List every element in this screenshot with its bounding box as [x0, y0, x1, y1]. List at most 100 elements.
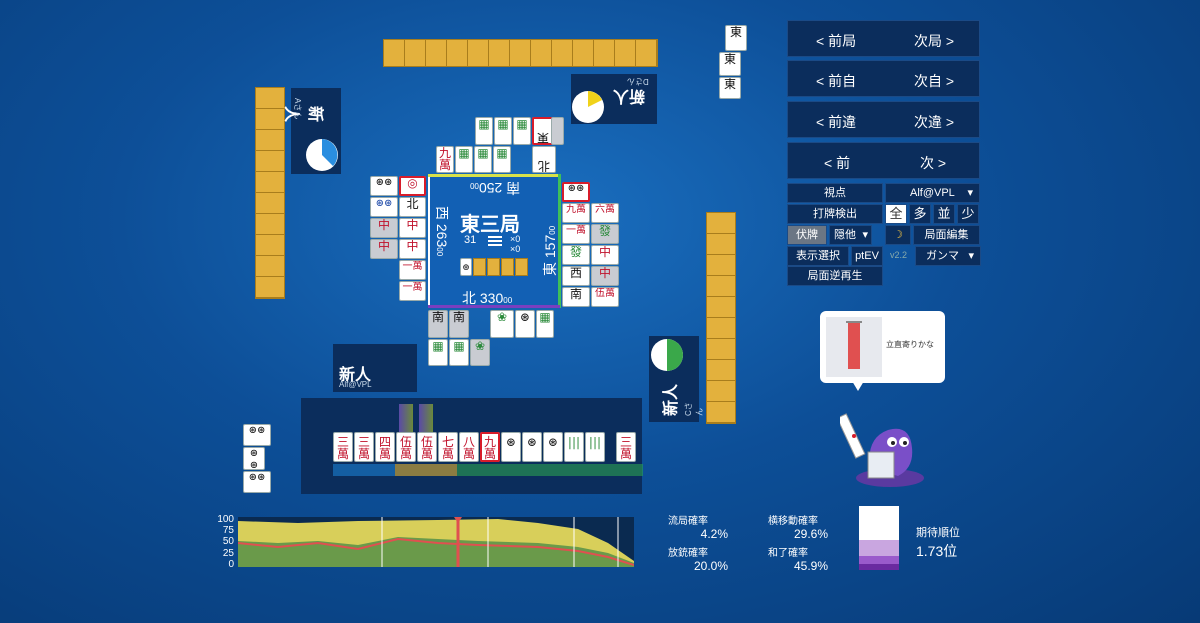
round-label: 東三局 — [460, 214, 520, 236]
ryukyoku-value: 4.2% — [700, 527, 728, 541]
left-discards: ⊛⊛ ◎ ⊛⊛ 北 中 中 中 中 一萬 一萬 — [370, 176, 426, 302]
south-wind: 南 — [506, 180, 521, 196]
hand-tile[interactable]: 三 萬 — [333, 432, 353, 462]
next-self-button[interactable]: 次自 > — [914, 73, 955, 89]
bubble-text: 立直寄りかな — [886, 340, 934, 349]
gamma-select[interactable]: ガンマ▾ — [915, 246, 981, 266]
probability-graph[interactable] — [238, 517, 634, 567]
left-player-sub: Aさん — [293, 98, 302, 120]
bubble-chart — [826, 317, 882, 377]
top-player-hand — [383, 39, 658, 67]
speech-bubble: 立直寄りかな — [820, 311, 945, 391]
rank-distribution — [859, 506, 899, 570]
level-option-all[interactable]: 全 — [885, 204, 907, 224]
next-diff-button[interactable]: 次違 > — [914, 114, 955, 130]
hand-tile[interactable]: 伍 萬 — [396, 432, 416, 462]
top-discards: ▦ ▦ ▦ 東 九萬 ▦ ▦ ▦ 北 — [436, 117, 564, 173]
display-select-button[interactable]: 表示選択 — [787, 246, 849, 266]
bottom-player-info: 新人 Alf@VPL — [333, 344, 417, 392]
top-player-name: 新人 — [613, 87, 646, 104]
hand-tile[interactable]: ||| — [585, 432, 605, 462]
level-option-normal[interactable]: 並 — [933, 204, 955, 224]
version-label: v2.2 — [890, 250, 908, 260]
view-select[interactable]: Alf@VPL▾ — [885, 183, 980, 203]
left-player-info: 新人 Aさん — [282, 88, 341, 174]
chevron-down-icon: ▾ — [862, 229, 868, 241]
hand-tile[interactable]: 八 萬 — [459, 432, 479, 462]
bottom-player-name: 新人 — [339, 367, 372, 384]
reverse-play-button[interactable]: 局面逆再生 — [787, 266, 883, 286]
houju-label: 放銃確率 — [668, 548, 708, 559]
right-player-sub: Cさん — [684, 402, 704, 416]
nav-diff: < 前違 次違 > — [787, 101, 980, 138]
rank-label: 期待順位 — [916, 527, 960, 539]
fuse-button[interactable]: 伏牌 — [787, 225, 827, 245]
hand-area: 三 萬三 萬四 萬伍 萬伍 萬七 萬八 萬九 萬⊛⊛⊛||||||三 萬 — [301, 398, 643, 494]
prev-button[interactable]: < 前 — [824, 155, 851, 171]
top-player-info: 新人 Dさん — [571, 74, 657, 124]
fuse-select[interactable]: 隠他▾ — [829, 225, 872, 245]
next-button[interactable]: 次 > — [920, 155, 947, 171]
hand-tile[interactable]: 四 萬 — [375, 432, 395, 462]
east-score: 東 15700 — [542, 225, 558, 276]
edit-board-button[interactable]: 局面編集 — [913, 225, 980, 245]
right-player-info: 新人 Cさん — [649, 336, 704, 422]
hand-tile[interactable]: 七 萬 — [438, 432, 458, 462]
view-label: 視点 — [787, 183, 883, 203]
hand-tile[interactable]: 伍 萬 — [417, 432, 437, 462]
rank-value: 1.73位 — [916, 543, 958, 559]
prev-round-button[interactable]: < 前局 — [816, 33, 857, 49]
hand-bar — [419, 404, 433, 432]
hand-tile[interactable]: ⊛ — [522, 432, 542, 462]
level-option-many[interactable]: 多 — [909, 204, 931, 224]
wind-tile: 東 — [719, 77, 741, 99]
ptev-button[interactable]: ptEV — [851, 246, 883, 266]
yokoido-value: 29.6% — [793, 527, 828, 541]
prev-diff-button[interactable]: < 前違 — [816, 114, 857, 130]
ryukyoku-label: 流局確率 — [668, 516, 708, 527]
yokoido-label: 横移動確率 — [768, 516, 818, 527]
right-player-name: 新人 — [663, 383, 680, 416]
level-option-few[interactable]: 少 — [957, 204, 979, 224]
hand-tile[interactable]: ⊛ — [543, 432, 563, 462]
bottom-player-sub: Alf@VPL — [339, 380, 372, 389]
graph-yaxis: 100 75 50 25 0 — [206, 514, 234, 570]
agari-label: 和了確率 — [768, 548, 808, 559]
ytick: 0 — [228, 559, 234, 570]
hand-tile[interactable]: 三 萬 — [616, 432, 636, 462]
west-wind: 西 — [434, 206, 450, 220]
left-player-name: 新人 — [282, 106, 323, 123]
south-score: 南 25000 — [470, 180, 521, 196]
hand-tile[interactable]: 三 萬 — [354, 432, 374, 462]
mascot-icon — [840, 413, 924, 487]
next-round-button[interactable]: 次局 > — [914, 33, 955, 49]
prev-self-button[interactable]: < 前自 — [816, 73, 857, 89]
dahai-detect-button[interactable]: 打牌検出 — [787, 204, 883, 224]
riichi-stick-count: ×0 — [510, 234, 521, 244]
north-score: 北 33000 — [462, 290, 513, 306]
west-score: 西 26300 — [434, 206, 450, 257]
nav-self: < 前自 次自 > — [787, 60, 980, 97]
honba-stick-count: ×0 — [510, 244, 521, 254]
moon-icon[interactable]: ☽ — [885, 225, 911, 245]
ytick: 50 — [222, 536, 234, 547]
top-player-sub: Dさん — [627, 77, 649, 86]
hand-tile[interactable]: ⊛ — [501, 432, 521, 462]
ytick: 25 — [222, 548, 234, 559]
agari-value: 45.9% — [793, 559, 828, 573]
wind-tile: 東 — [725, 25, 747, 51]
chevron-down-icon: ▾ — [967, 187, 973, 199]
right-player-hand — [706, 212, 736, 424]
north-wind: 北 — [462, 290, 476, 306]
right-discards: ⊛⊛ 九萬 六萬 一萬 發 發 中 西 中 南 伍萬 — [562, 182, 620, 308]
hand-tile[interactable]: ||| — [564, 432, 584, 462]
left-player-hand — [255, 87, 285, 299]
honba-count: 31 — [464, 234, 477, 246]
hand-tile[interactable]: 九 萬 — [480, 432, 500, 462]
bottom-discards: 南 南 ❀ ⊛ ▦ ▦ ▦ ❀ — [428, 310, 556, 366]
wind-tile: 東 — [719, 52, 741, 76]
chevron-down-icon: ▾ — [968, 250, 974, 262]
nav-step: < 前 次 > — [787, 142, 980, 179]
hand-bar — [399, 404, 413, 432]
hand-eval-bars — [333, 464, 643, 476]
